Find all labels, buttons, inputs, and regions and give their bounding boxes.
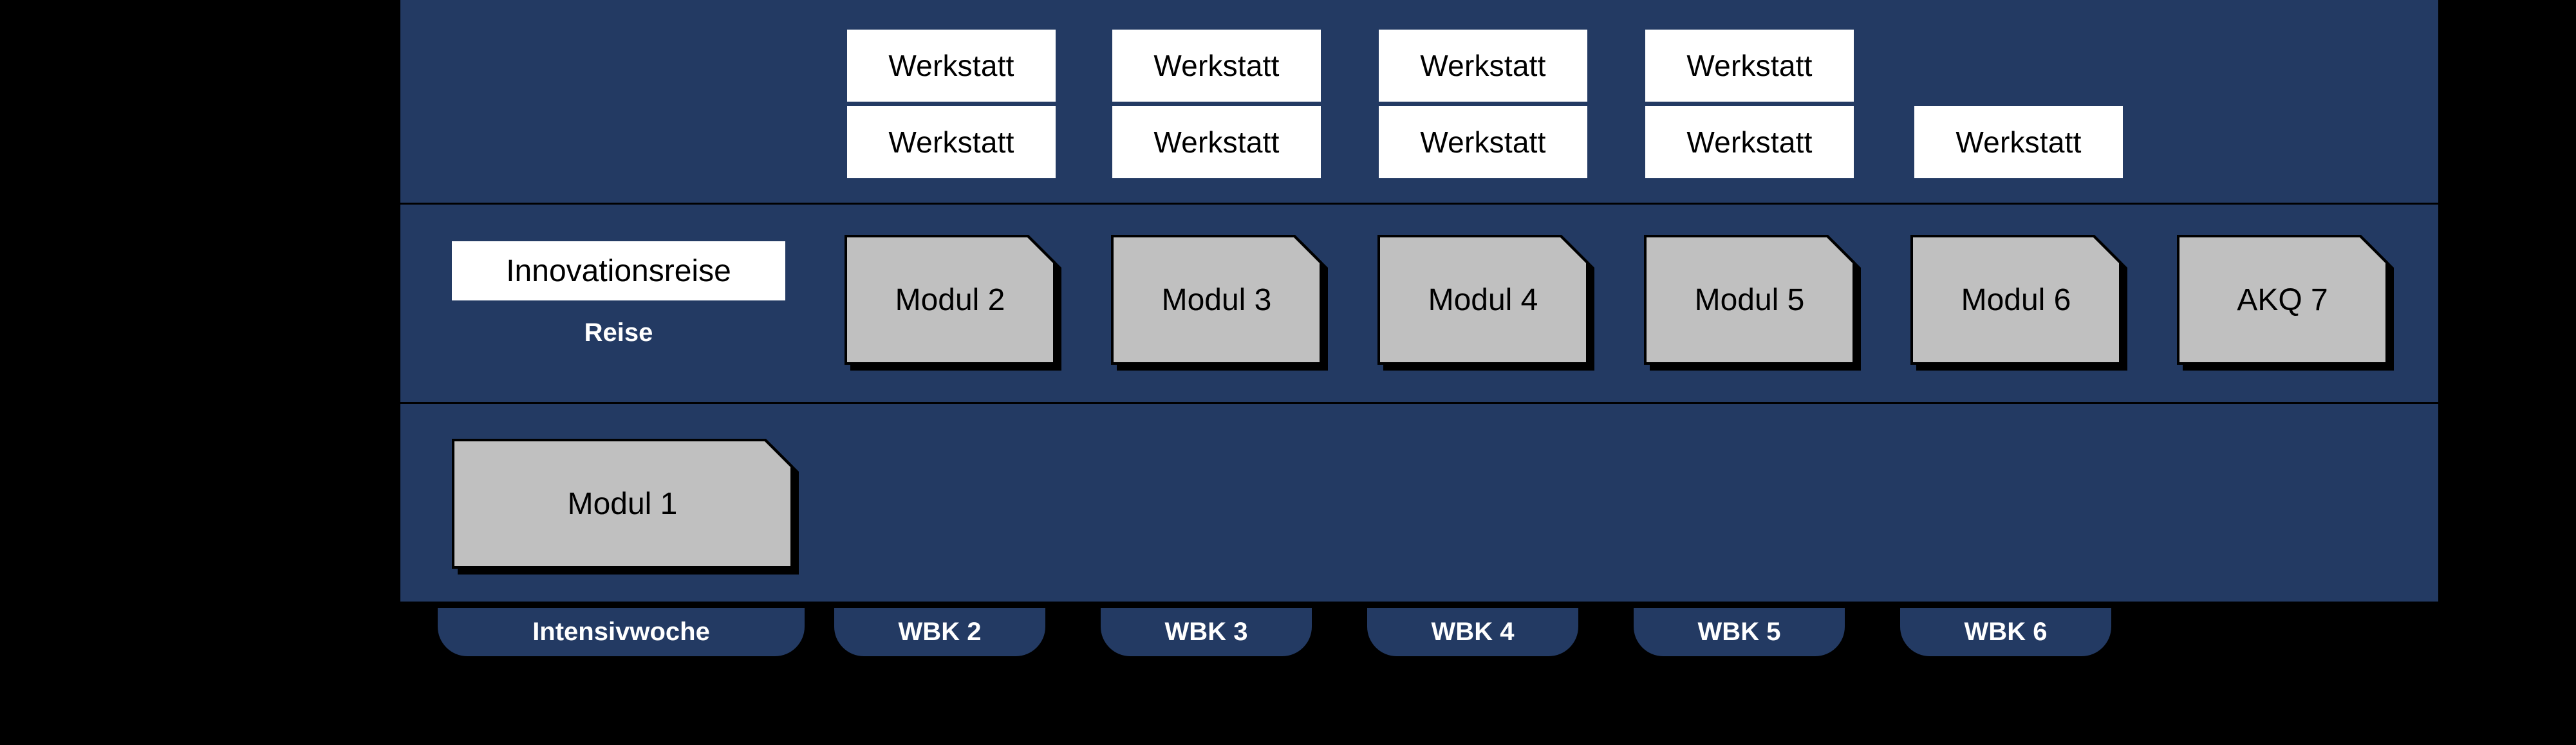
module-card[interactable]: AKQ 7 [2177,235,2388,365]
module-card[interactable]: Modul 5 [1644,235,1855,365]
module-card[interactable]: Modul 4 [1377,235,1589,365]
timeline-tab-wbk2[interactable]: WBK 2 [834,608,1045,656]
workshop-chip[interactable]: Werkstatt [1645,106,1854,178]
program-panel: Werkstatt Werkstatt Werkstatt Werkstatt … [400,0,2438,602]
timeline-tab-wbk6[interactable]: WBK 6 [1900,608,2111,656]
module-card[interactable]: Modul 1 [452,439,793,569]
workshop-chip[interactable]: Werkstatt [1645,30,1854,102]
workshop-chip[interactable]: Werkstatt [847,30,1056,102]
timeline-tab-wbk5[interactable]: WBK 5 [1634,608,1845,656]
reise-caption: Reise [584,318,653,347]
innovationsreise-box[interactable]: Innovationsreise [452,241,785,300]
workshop-chip[interactable]: Werkstatt [1379,106,1587,178]
workshop-chip[interactable]: Werkstatt [1379,30,1587,102]
module-card-label: Modul 3 [1114,237,1320,362]
module-card[interactable]: Modul 3 [1111,235,1322,365]
timeline-tab-intensivwoche[interactable]: Intensivwoche [438,608,805,656]
workshop-chip[interactable]: Werkstatt [1112,106,1321,178]
module-card[interactable]: Modul 6 [1910,235,2122,365]
module-card-label: Modul 4 [1380,237,1586,362]
module-card-label: Modul 2 [847,237,1053,362]
workshop-chip[interactable]: Werkstatt [1112,30,1321,102]
module-card-label: Modul 5 [1647,237,1853,362]
module-card-label: AKQ 7 [2179,237,2385,362]
workshop-chip[interactable]: Werkstatt [847,106,1056,178]
workshop-chip[interactable]: Werkstatt [1914,106,2123,178]
module-card-label: Modul 1 [454,441,790,566]
panel-divider-lower [400,402,2438,404]
module-card[interactable]: Modul 2 [845,235,1056,365]
timeline-tab-wbk3[interactable]: WBK 3 [1101,608,1312,656]
panel-divider-upper [400,203,2438,205]
module-card-label: Modul 6 [1913,237,2119,362]
timeline-tab-wbk4[interactable]: WBK 4 [1367,608,1578,656]
